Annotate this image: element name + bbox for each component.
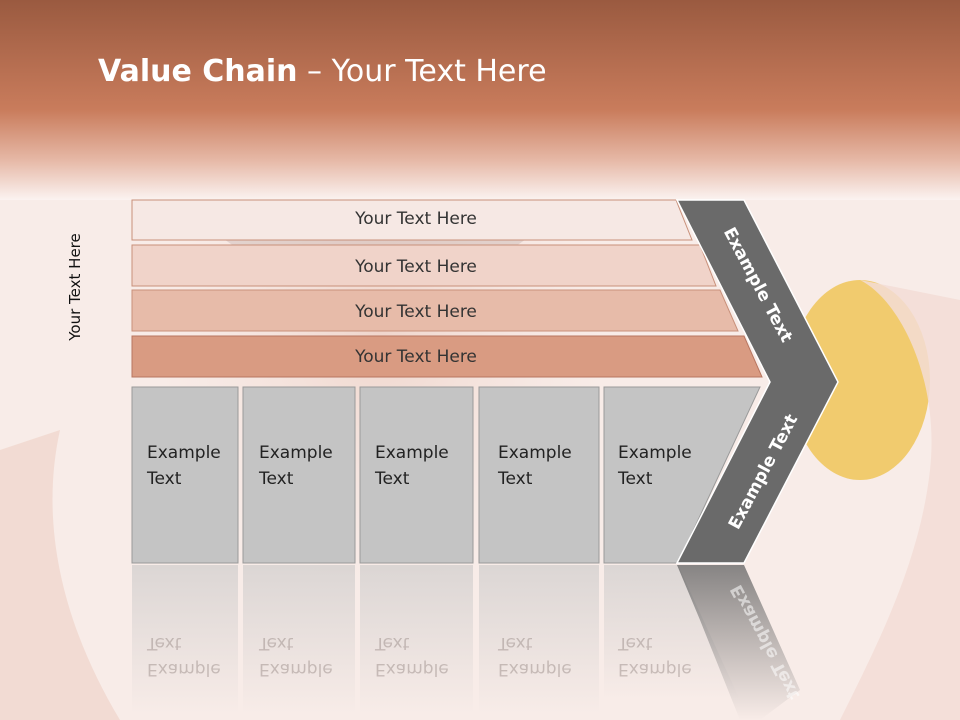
box-2-text: Example Text — [259, 440, 333, 492]
box-5-line1: Example — [618, 443, 692, 463]
box-1-line1: Example — [147, 443, 221, 463]
fruit-shape — [790, 280, 930, 480]
box-1-reflection-line1: Example — [147, 659, 221, 679]
box-5-reflection-line2: Text — [618, 633, 653, 653]
box-3-reflection-line2: Text — [375, 633, 410, 653]
box-3-line2: Text — [375, 469, 410, 489]
box-4-text: Example Text — [498, 440, 572, 492]
row-1-text: Your Text Here — [355, 209, 477, 229]
box-4-line1: Example — [498, 443, 572, 463]
box-2-line1: Example — [259, 443, 333, 463]
box-1-reflection-line2: Text — [147, 633, 182, 653]
box-3-text: Example Text — [375, 440, 449, 492]
box-5-text: Example Text — [618, 440, 692, 492]
box-4-reflection: Example Text — [498, 630, 572, 682]
slide-title: Value Chain – Your Text Here — [98, 54, 547, 89]
box-5-reflection-line1: Example — [618, 659, 692, 679]
box-4-reflection-line1: Example — [498, 659, 572, 679]
vertical-label: Your Text Here — [66, 233, 84, 341]
box-5-reflection: Example Text — [618, 630, 692, 682]
box-1-text: Example Text — [147, 440, 221, 492]
box-3-reflection-line1: Example — [375, 659, 449, 679]
row-4-text: Your Text Here — [355, 347, 477, 367]
box-1-line2: Text — [147, 469, 182, 489]
box-4-line2: Text — [498, 469, 533, 489]
row-3-text: Your Text Here — [355, 302, 477, 322]
box-3-line1: Example — [375, 443, 449, 463]
box-4-reflection-line2: Text — [498, 633, 533, 653]
box-2-reflection-line1: Example — [259, 659, 333, 679]
box-5-line2: Text — [618, 469, 653, 489]
title-rest: – Your Text Here — [297, 54, 547, 89]
box-2-reflection: Example Text — [259, 630, 333, 682]
box-2-line2: Text — [259, 469, 294, 489]
title-bold: Value Chain — [98, 54, 298, 89]
row-2-text: Your Text Here — [355, 257, 477, 277]
box-3-reflection: Example Text — [375, 630, 449, 682]
box-1-reflection: Example Text — [147, 630, 221, 682]
box-2-reflection-line2: Text — [259, 633, 294, 653]
